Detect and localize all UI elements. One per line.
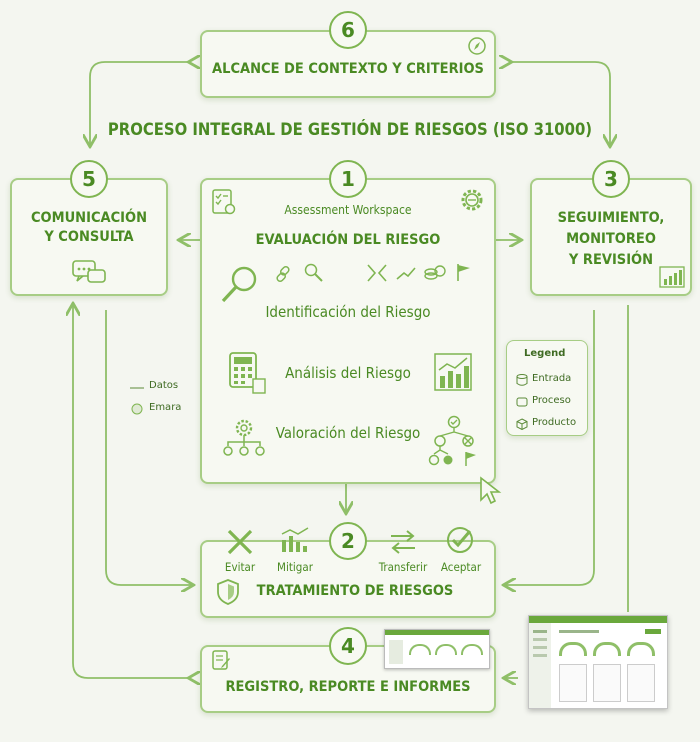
side-legend-datos: Datos — [149, 380, 179, 391]
database-icon — [516, 374, 528, 386]
option-mitigar: Mitigar — [277, 560, 313, 574]
step-1-caption: Assessment Workspace — [284, 203, 412, 217]
datos-line-icon — [130, 387, 144, 389]
step-3-number: 3 — [592, 160, 630, 198]
side-legend-box — [120, 376, 184, 422]
transfer-arrows-icon — [391, 530, 415, 554]
step-1-title: EVALUACIÓN DEL RIESGO — [255, 232, 441, 248]
avoid-x-icon — [227, 529, 253, 555]
report-edit-icon — [212, 650, 230, 670]
legend-item-entrada: Entrada — [532, 373, 572, 384]
side-legend-emara: Emara — [149, 402, 182, 413]
flag-icon — [457, 264, 470, 281]
step-3-title-line3: Y REVISIÓN — [568, 252, 654, 268]
calculator-icon — [229, 352, 266, 394]
legend-title: Legend — [524, 348, 566, 359]
analysis-label: Análisis del Riesgo — [285, 364, 411, 382]
gear-network-icon — [223, 419, 265, 456]
mitigate-chart-icon — [281, 527, 309, 552]
option-transferir: Transferir — [378, 560, 428, 574]
step-1-number: 1 — [329, 160, 367, 198]
option-aceptar: Aceptar — [440, 560, 482, 574]
decision-tree-icon — [428, 415, 476, 466]
step-6-number: 6 — [329, 11, 367, 49]
link-icon — [276, 266, 290, 282]
process-icon — [516, 397, 528, 407]
trend-icon — [396, 267, 416, 280]
magnifier-icon — [221, 266, 257, 303]
gear-icon — [461, 189, 483, 211]
step-5-number: 5 — [70, 160, 108, 198]
legend-item-proceso: Proceso — [532, 395, 571, 406]
shield-icon — [217, 579, 239, 605]
legend-item-producto: Producto — [532, 417, 577, 428]
accept-check-icon — [447, 527, 473, 553]
step-5-title-line2: Y CONSULTA — [44, 229, 134, 245]
step-2-title: TRATAMIENTO DE RIESGOS — [256, 583, 454, 599]
option-evitar: Evitar — [224, 560, 256, 574]
emara-circle-icon — [131, 403, 143, 415]
main-title: PROCESO INTEGRAL DE GESTIÓN DE RIESGOS (… — [107, 120, 593, 139]
step-2-number: 2 — [329, 522, 367, 560]
identification-label: Identificación del Riesgo — [265, 303, 431, 321]
coins-icon — [424, 265, 446, 280]
valuation-label: Valoración del Riesgo — [275, 424, 421, 442]
merge-arrows-icon — [367, 264, 387, 282]
step-3-title-line1: SEGUIMIENTO, — [557, 210, 665, 226]
step-4-number: 4 — [329, 627, 367, 665]
step-4-title: REGISTRO, REPORTE E INFORMES — [225, 679, 471, 695]
product-box-icon — [516, 418, 528, 430]
step-5-title-line1: COMUNICACIÓN — [30, 210, 148, 226]
checklist-icon — [212, 189, 236, 215]
step-3-title-line2: MONITOREO — [566, 231, 656, 247]
chat-bubbles-icon — [72, 260, 106, 283]
step-6-title: ALCANCE DE CONTEXTO Y CRITERIOS — [212, 61, 484, 77]
search-small-icon — [304, 263, 323, 282]
growth-chart-icon — [659, 266, 685, 288]
compass-icon — [468, 37, 486, 55]
dashboard-thumbnail-small — [384, 629, 490, 669]
cursor-icon — [480, 476, 502, 505]
bar-chart-icon — [434, 353, 472, 391]
dashboard-thumbnail-large — [528, 615, 668, 709]
